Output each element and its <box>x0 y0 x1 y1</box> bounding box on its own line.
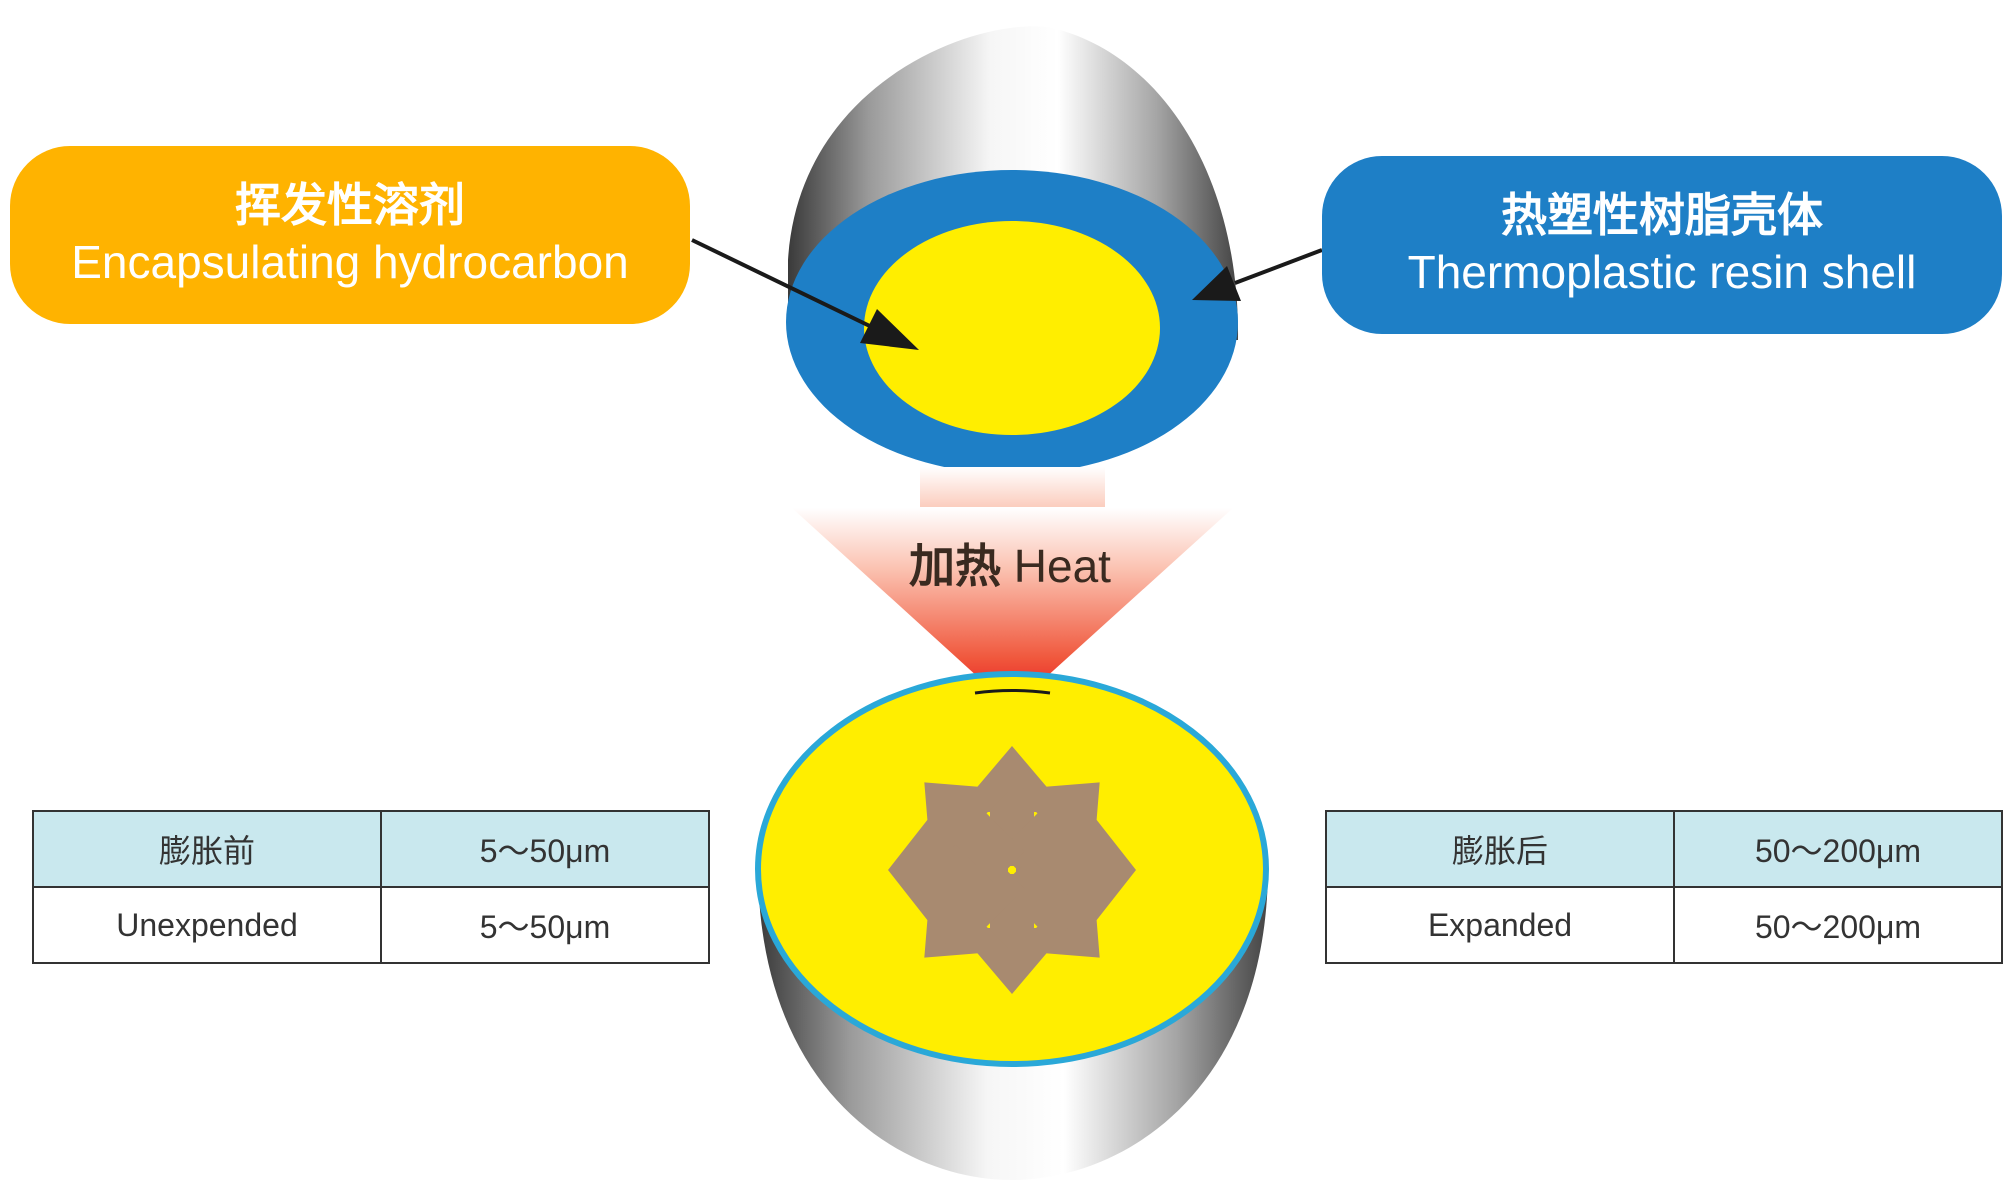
shell-label-en: Thermoplastic resin shell <box>1407 245 1917 298</box>
heat-label-en: Heat <box>1013 540 1111 592</box>
expanded-microsphere <box>755 671 1269 1180</box>
after-header-size: 50～200μm <box>1673 810 2003 888</box>
solvent-label-zh: 挥发性溶剂 <box>235 177 465 232</box>
solvent-callout: 挥发性溶剂 Encapsulating hydrocarbon <box>10 146 690 324</box>
before-header-size: 5～50μm <box>380 810 710 888</box>
expanded-size-table: 膨胀后 50～200μm Expanded 50～200μm <box>1325 810 2003 964</box>
shell-pointer-arrow <box>1192 248 1323 301</box>
heat-label-zh: 加热 <box>909 539 1002 593</box>
unexpanded-microsphere <box>786 26 1239 474</box>
table-row: 膨胀前 5～50μm <box>32 810 710 888</box>
solvent-label-en: Encapsulating hydrocarbon <box>71 235 629 288</box>
after-row-size: 50～200μm <box>1673 886 2003 964</box>
solvent-pointer-arrow <box>691 238 919 350</box>
unexpanded-size-table: 膨胀前 5～50μm Unexpended 5～50μm <box>32 810 710 964</box>
table-row: Expanded 50～200μm <box>1325 886 2003 964</box>
expanded-core <box>755 671 1269 1067</box>
table-row: Unexpended 5～50μm <box>32 886 710 964</box>
after-header-label: 膨胀后 <box>1325 810 1675 888</box>
shell-label-zh: 热塑性树脂壳体 <box>1501 187 1823 242</box>
before-header-label: 膨胀前 <box>32 810 382 888</box>
hydrocarbon-core <box>864 221 1160 435</box>
table-row: 膨胀后 50～200μm <box>1325 810 2003 888</box>
heat-label: 加热 Heat <box>880 530 1140 596</box>
heat-arrow <box>792 467 1233 708</box>
after-row-label: Expanded <box>1325 886 1675 964</box>
before-row-label: Unexpended <box>32 886 382 964</box>
before-row-size: 5～50μm <box>380 886 710 964</box>
shell-callout: 热塑性树脂壳体 Thermoplastic resin shell <box>1322 156 2002 334</box>
